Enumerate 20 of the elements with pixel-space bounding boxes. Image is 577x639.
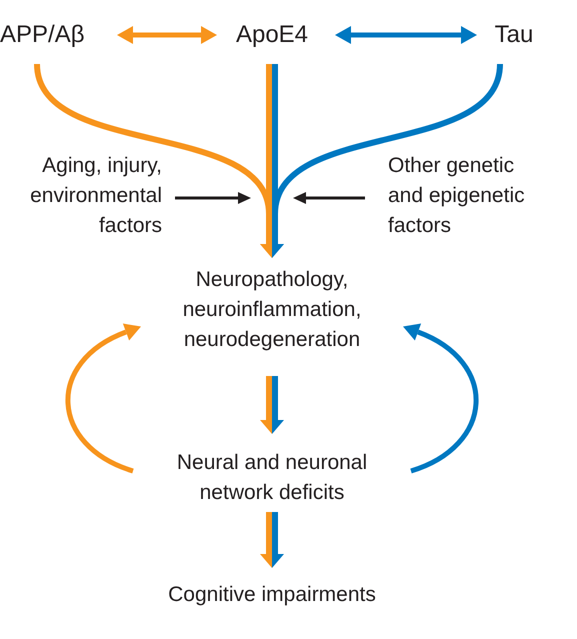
double-arrow bbox=[117, 26, 217, 44]
arrow bbox=[175, 192, 251, 204]
arrow bbox=[272, 512, 284, 568]
outcome-label: Neuropathology, neuroinflammation, neurodegeneration bbox=[182, 267, 362, 353]
protein-label: APP/Aβ bbox=[0, 20, 86, 50]
arrow bbox=[272, 376, 284, 434]
protein-label: Tau bbox=[494, 20, 534, 50]
arrow bbox=[260, 64, 272, 258]
arrow bbox=[293, 192, 365, 204]
curved-arrow bbox=[66, 324, 141, 474]
outcome-label: Neural and neuronal network deficits bbox=[176, 450, 368, 506]
arrow bbox=[260, 512, 272, 568]
factor-label: Other genetic and epigenetic factors bbox=[388, 153, 526, 239]
curved-arrow bbox=[403, 324, 478, 474]
outcome-label: Cognitive impairments bbox=[167, 582, 377, 608]
gene-label: ApoE4 bbox=[234, 20, 310, 50]
factor-label: Aging, injury, environmental factors bbox=[29, 153, 162, 239]
double-arrow bbox=[335, 26, 477, 44]
arrow bbox=[260, 376, 272, 434]
curved-arrow bbox=[272, 63, 503, 258]
